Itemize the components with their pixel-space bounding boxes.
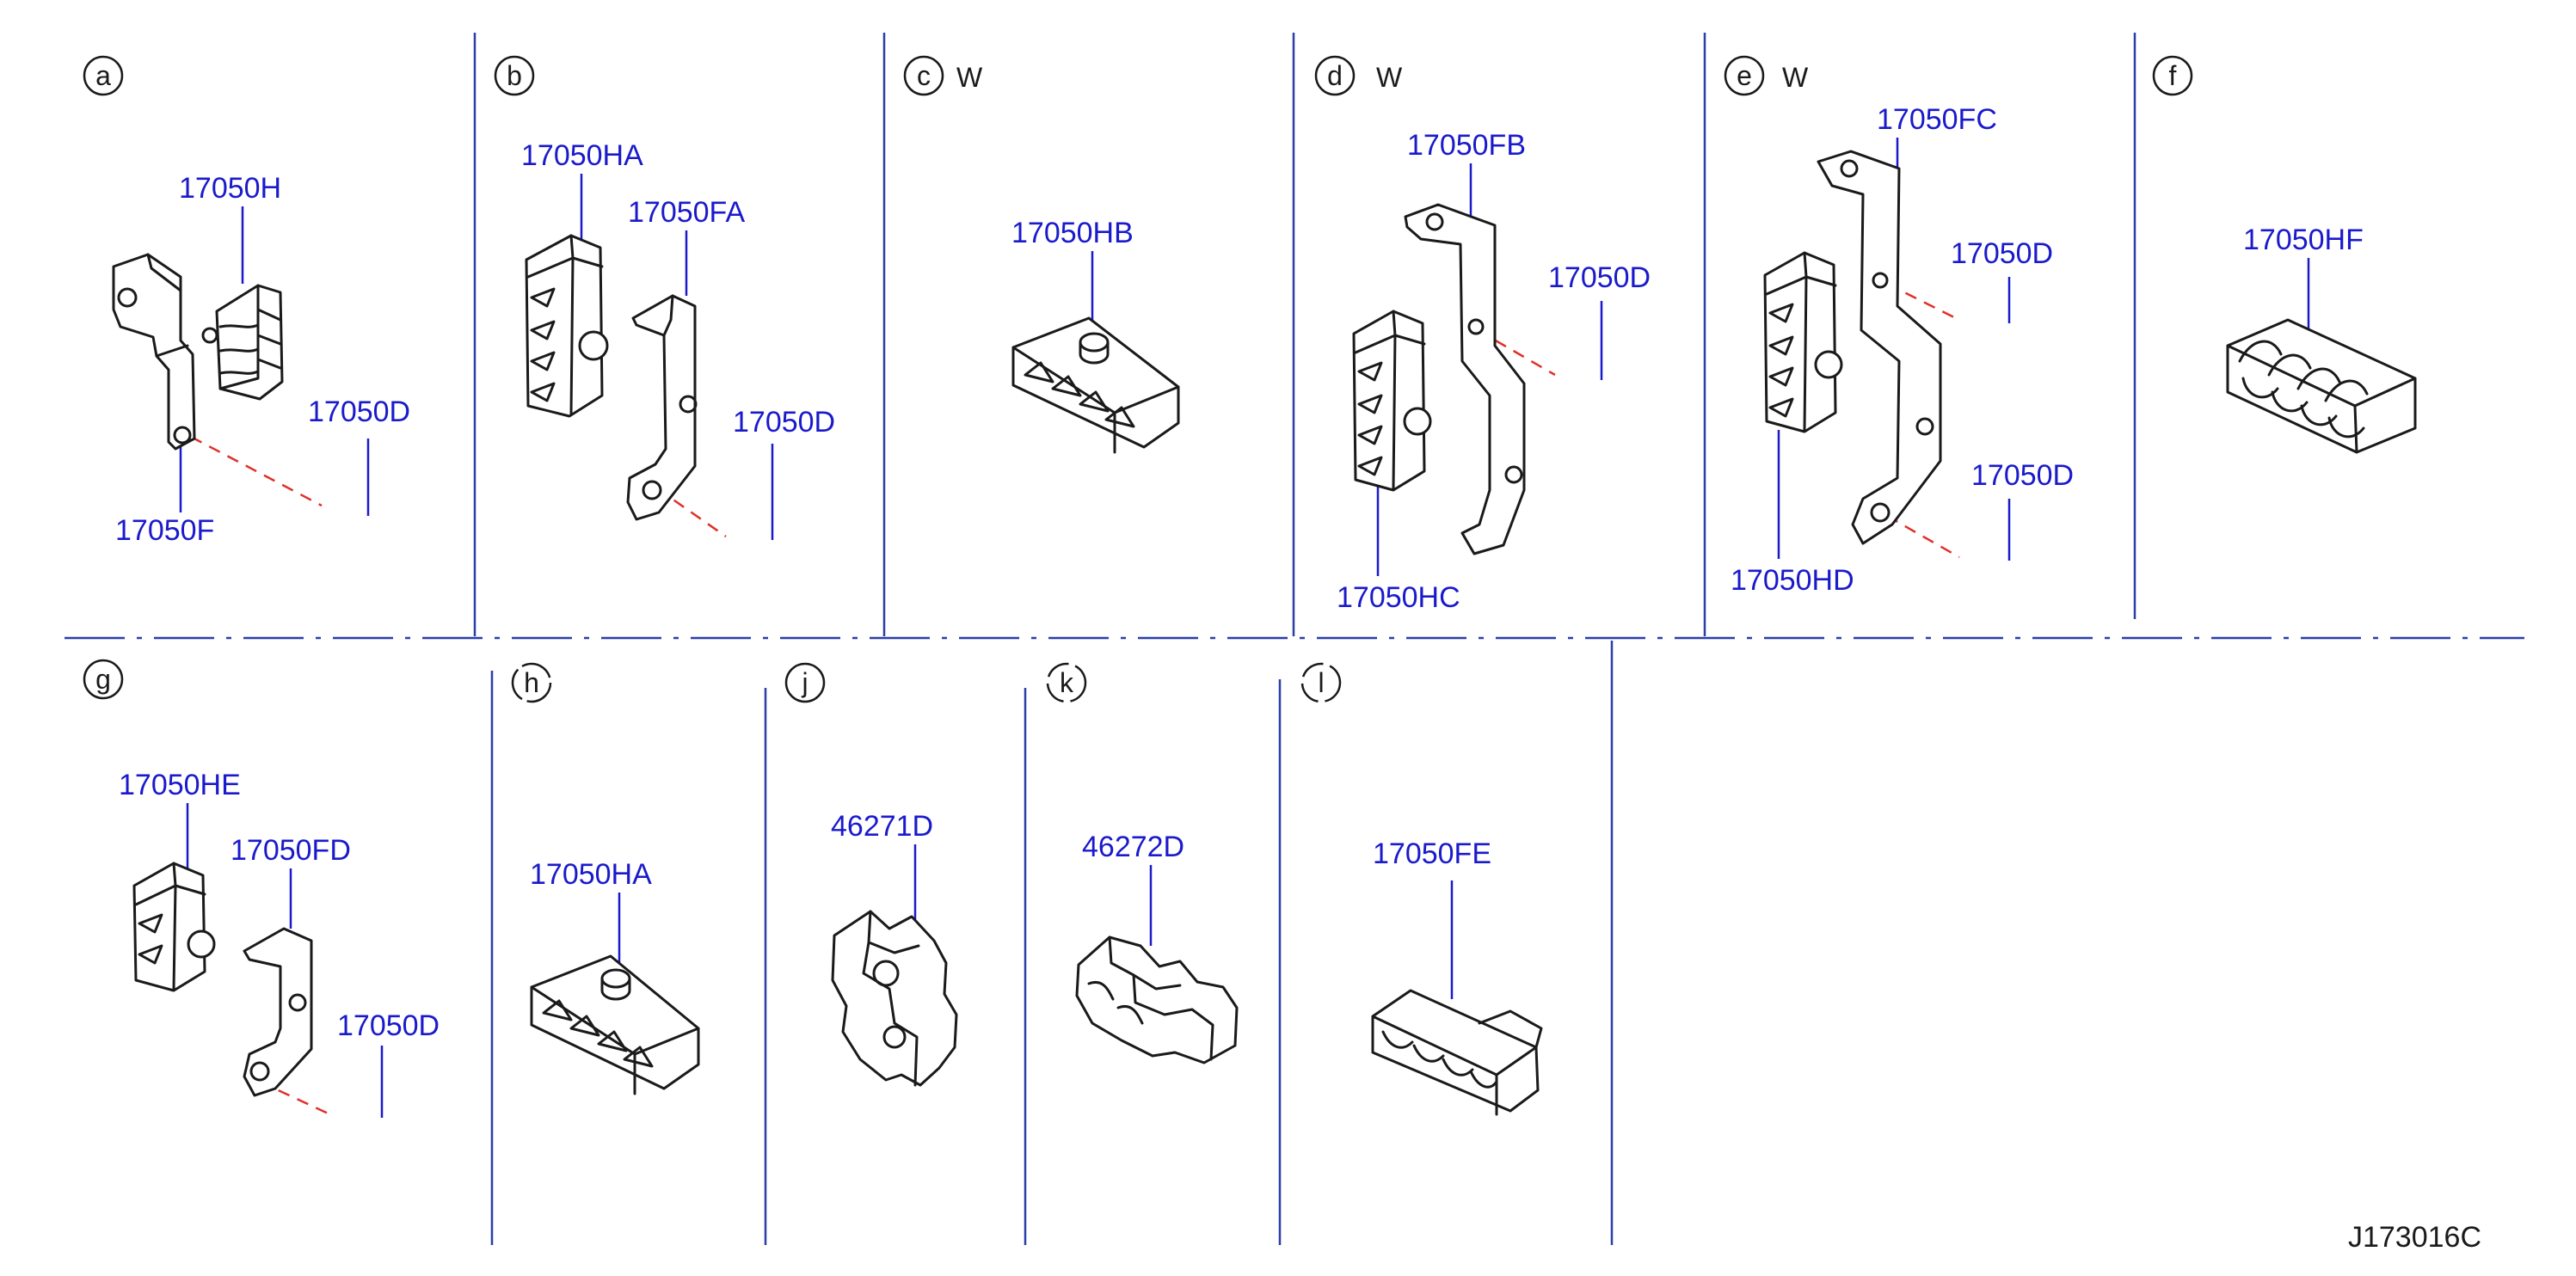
marker-label: c bbox=[917, 60, 931, 91]
marker-label: f bbox=[2169, 60, 2177, 91]
clip-17050HB bbox=[1011, 316, 1180, 454]
marker-suffix: W bbox=[1376, 62, 1403, 93]
panel-marker-d: d W bbox=[1314, 55, 1403, 96]
marker-label: j bbox=[801, 667, 808, 698]
part-number-label: 17050FE bbox=[1373, 837, 1491, 870]
marker-label: k bbox=[1060, 667, 1074, 698]
marker-suffix: W bbox=[956, 62, 983, 93]
clip-17050HD bbox=[1763, 251, 1843, 433]
part-number-label: 17050HC bbox=[1337, 581, 1460, 614]
part-number-label: 17050HF bbox=[2243, 224, 2364, 256]
part-number-label: 46272D bbox=[1082, 831, 1184, 863]
clip-17050HA bbox=[525, 234, 609, 418]
part-number-label: 17050D bbox=[1971, 459, 2074, 492]
panel-marker-k: k bbox=[1046, 662, 1087, 703]
marker-label: a bbox=[95, 60, 111, 91]
bracket-17050F bbox=[112, 253, 196, 451]
part-number-label: 17050D bbox=[1951, 237, 2053, 270]
clip-17050HC bbox=[1352, 310, 1432, 492]
panel-marker-b: b bbox=[494, 55, 535, 96]
part-labels: 17050H 17050F 17050D 17050HA 17050FA 170… bbox=[115, 103, 2364, 1042]
bracket-17050FD bbox=[243, 927, 313, 1097]
marker-suffix: W bbox=[1782, 62, 1809, 93]
panel-markers: a b c W d W e W f g h bbox=[83, 55, 2193, 703]
marker-label: e bbox=[1737, 60, 1752, 91]
marker-label: g bbox=[95, 664, 111, 695]
marker-label: d bbox=[1327, 60, 1343, 91]
clip-17050FE bbox=[1371, 989, 1543, 1116]
marker-label: b bbox=[507, 60, 522, 91]
part-number-label: 17050HD bbox=[1731, 564, 1854, 597]
panel-marker-l: l bbox=[1300, 662, 1342, 703]
part-number-label: 46271D bbox=[831, 810, 933, 843]
panel-marker-c: c W bbox=[903, 55, 983, 96]
clip-17050H bbox=[201, 284, 284, 401]
part-number-label: 17050FB bbox=[1407, 129, 1526, 162]
bolt-direction-lines bbox=[190, 282, 1960, 1118]
part-number-label: 17050D bbox=[1548, 261, 1651, 294]
part-number-label: 17050D bbox=[308, 396, 410, 428]
clip-17050HE bbox=[132, 862, 216, 992]
bracket-17050FA bbox=[626, 294, 698, 521]
marker-label: h bbox=[524, 667, 539, 698]
spacer-46272D bbox=[1075, 936, 1239, 1064]
bracket-17050FC bbox=[1817, 150, 1942, 545]
panel-marker-j: j bbox=[784, 662, 826, 703]
part-number-label: 17050HE bbox=[119, 769, 241, 801]
leader-lines bbox=[179, 138, 2310, 1118]
marker-label: l bbox=[1318, 667, 1324, 698]
clip-17050HF bbox=[2226, 318, 2417, 454]
spacer-46271D bbox=[831, 910, 958, 1087]
part-number-label: 17050FA bbox=[628, 196, 745, 229]
part-number-label: 17050D bbox=[337, 1009, 440, 1042]
panel-marker-a: a bbox=[83, 55, 124, 96]
part-number-label: 17050HB bbox=[1011, 217, 1134, 249]
part-number-label: 17050HA bbox=[521, 139, 643, 172]
diagram-code: J173016C bbox=[2348, 1221, 2481, 1254]
panel-marker-f: f bbox=[2152, 55, 2193, 96]
part-number-label: 17050HA bbox=[530, 858, 652, 891]
part-number-label: 17050H bbox=[179, 172, 281, 205]
clip-17050HA-h bbox=[530, 954, 700, 1095]
part-number-label: 17050F bbox=[115, 514, 214, 547]
bracket-17050FB bbox=[1404, 203, 1526, 555]
panel-marker-g: g bbox=[83, 659, 124, 700]
part-number-label: 17050D bbox=[733, 406, 835, 439]
panel-marker-h: h bbox=[511, 662, 552, 703]
panel-dividers bbox=[65, 33, 2524, 1245]
part-number-label: 17050FC bbox=[1877, 103, 1997, 136]
part-number-label: 17050FD bbox=[231, 834, 351, 867]
panel-marker-e: e W bbox=[1724, 55, 1809, 96]
